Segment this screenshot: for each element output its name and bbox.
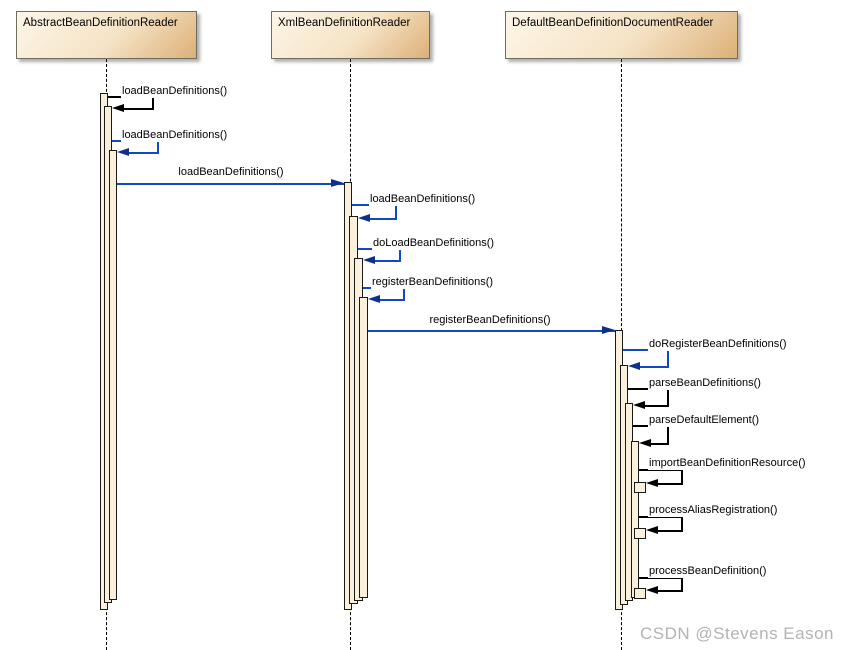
- actor-label: AbstractBeanDefinitionReader: [23, 17, 178, 29]
- message-turn-line: [667, 388, 669, 407]
- message-return-line: [658, 530, 683, 532]
- actor-label: XmlBeanDefinitionReader: [278, 17, 411, 29]
- message-return-line: [380, 299, 405, 301]
- message-return-line: [129, 152, 159, 154]
- message-label: loadBeanDefinitions(): [177, 166, 285, 179]
- message-return-line: [651, 443, 669, 445]
- actor-label: DefaultBeanDefinitionDocumentReader: [512, 17, 714, 29]
- message-label: processAliasRegistration(): [648, 504, 779, 517]
- message-return-line: [370, 218, 397, 220]
- arrowhead-icon: [646, 586, 658, 595]
- message-label: processBeanDefinition(): [648, 565, 768, 578]
- message-turn-line: [681, 516, 683, 532]
- message-label: parseDefaultElement(): [648, 414, 761, 427]
- watermark-text: CSDN @Stevens Eason: [640, 624, 835, 643]
- arrowhead-icon: [633, 401, 645, 410]
- arrowhead-icon: [331, 179, 344, 188]
- activation-bar: [631, 441, 639, 598]
- message-turn-line: [157, 140, 159, 154]
- message-label: loadBeanDefinitions(): [121, 129, 229, 142]
- message-turn-line: [681, 469, 683, 485]
- message-turn-line: [681, 577, 683, 592]
- message-line: [623, 349, 669, 351]
- message-label: loadBeanDefinitions(): [369, 193, 477, 206]
- message-label: doLoadBeanDefinitions(): [372, 237, 496, 250]
- message-label: loadBeanDefinitions(): [121, 85, 229, 98]
- activation-bar-small: [634, 528, 646, 539]
- arrowhead-icon: [368, 295, 380, 304]
- actor-default-bean-definition-document-reader: DefaultBeanDefinitionDocumentReader: [505, 11, 738, 59]
- arrowhead-icon: [628, 362, 640, 371]
- message-return-line: [640, 366, 669, 368]
- message-label: registerBeanDefinitions(): [371, 276, 495, 289]
- message-turn-line: [667, 349, 669, 368]
- arrowhead-icon: [639, 439, 651, 448]
- arrowhead-icon: [646, 526, 658, 535]
- message-turn-line: [395, 204, 397, 220]
- activation-bar-small: [634, 588, 646, 599]
- actor-xml-bean-definition-reader: XmlBeanDefinitionReader: [271, 11, 430, 59]
- arrowhead-icon: [358, 214, 370, 223]
- message-turn-line: [152, 96, 154, 110]
- message-turn-line: [399, 248, 401, 262]
- message-label: registerBeanDefinitions(): [428, 314, 552, 327]
- message-return-line: [124, 108, 154, 110]
- activation-bar: [359, 297, 368, 598]
- message-return-line: [658, 590, 683, 592]
- activation-bar: [109, 150, 117, 600]
- message-return-line: [658, 483, 683, 485]
- message-label: parseBeanDefinitions(): [648, 377, 762, 390]
- message-label: importBeanDefinitionResource(): [648, 457, 807, 470]
- message-label: doRegisterBeanDefinitions(): [648, 338, 788, 351]
- message-turn-line: [403, 287, 405, 301]
- arrowhead-icon: [112, 104, 124, 113]
- actor-abstract-bean-definition-reader: AbstractBeanDefinitionReader: [16, 11, 197, 59]
- message-line: [368, 330, 615, 332]
- arrowhead-icon: [602, 326, 615, 335]
- message-turn-line: [667, 425, 669, 445]
- activation-bar-small: [634, 482, 646, 493]
- arrowhead-icon: [117, 148, 129, 157]
- arrowhead-icon: [363, 256, 375, 265]
- message-line: [117, 183, 344, 185]
- message-return-line: [645, 405, 669, 407]
- arrowhead-icon: [646, 479, 658, 488]
- message-return-line: [375, 260, 401, 262]
